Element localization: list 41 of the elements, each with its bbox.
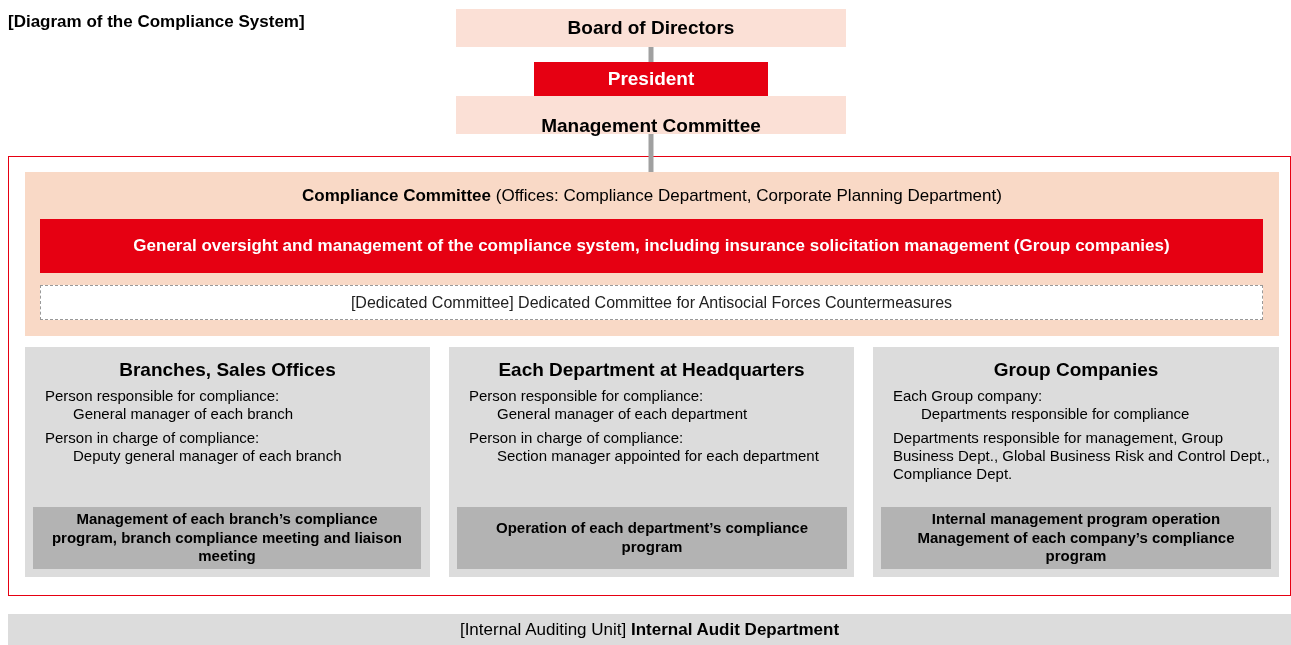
unit-panel (873, 347, 1279, 577)
panel-heading: Branches, Sales Offices (118, 359, 337, 381)
node-text: Internal management program operation (930, 509, 1222, 529)
role-value: Section manager appointed for each department (497, 447, 820, 465)
unit-panel (449, 347, 854, 577)
panel-heading: Compliance Committee (Offices: Compliance Department, Corporate Planning Department) (301, 186, 1003, 206)
role-label: Person responsible for compliance: (469, 387, 705, 405)
role-value: Departments responsible for compliance (921, 405, 1191, 423)
node-text: General oversight and management of the compliance system, including insurance solicitation management (Group companies) (132, 235, 1171, 257)
connector-line (648, 134, 654, 172)
panel-heading: Group Companies (992, 359, 1160, 381)
panel-heading: Each Department at Headquarters (497, 359, 806, 381)
node-text: Operation of each department’s compliance program (495, 519, 809, 557)
node-text: [Internal Auditing Unit] Internal Audit Department (458, 618, 841, 641)
board-box (456, 9, 846, 47)
committee-panel (25, 172, 1279, 336)
role-value: General manager of each branch (73, 405, 295, 423)
frame-border (8, 156, 1291, 596)
role-label: Person responsible for compliance: (45, 387, 281, 405)
unit-panel (25, 347, 430, 577)
oversight-banner (40, 219, 1263, 273)
program-box (881, 507, 1271, 569)
node-text: Management of each company’s compliance program (916, 528, 1236, 567)
role-label: Person in charge of compliance: (45, 429, 261, 447)
president-box (534, 62, 768, 96)
node-text: President (606, 67, 696, 91)
program-box (457, 507, 847, 569)
role-label: Person in charge of compliance: (469, 429, 685, 447)
node-text: Management Committee (540, 114, 762, 138)
role-value: General manager of each department (497, 405, 749, 423)
audit-bar (8, 614, 1291, 645)
connector-line (648, 47, 654, 62)
node-text: Board of Directors (566, 16, 736, 40)
role-value: Deputy general manager of each branch (73, 447, 343, 465)
role-label: Each Group company: (893, 387, 1044, 405)
committee-box (456, 96, 846, 134)
diagram-title: [Diagram of the Compliance System] (8, 12, 305, 32)
role-label: Departments responsible for management, Group Business Dept., Global Business Risk and Control Dept., Compliance Dept. (893, 429, 1271, 483)
dedicated-committee-box (40, 285, 1263, 320)
node-text: Management of each branch’s compliance program, branch compliance meeting and liaison meeting (50, 509, 404, 567)
node-text: [Dedicated Committee] Dedicated Committee for Antisocial Forces Countermeasures (349, 292, 954, 313)
